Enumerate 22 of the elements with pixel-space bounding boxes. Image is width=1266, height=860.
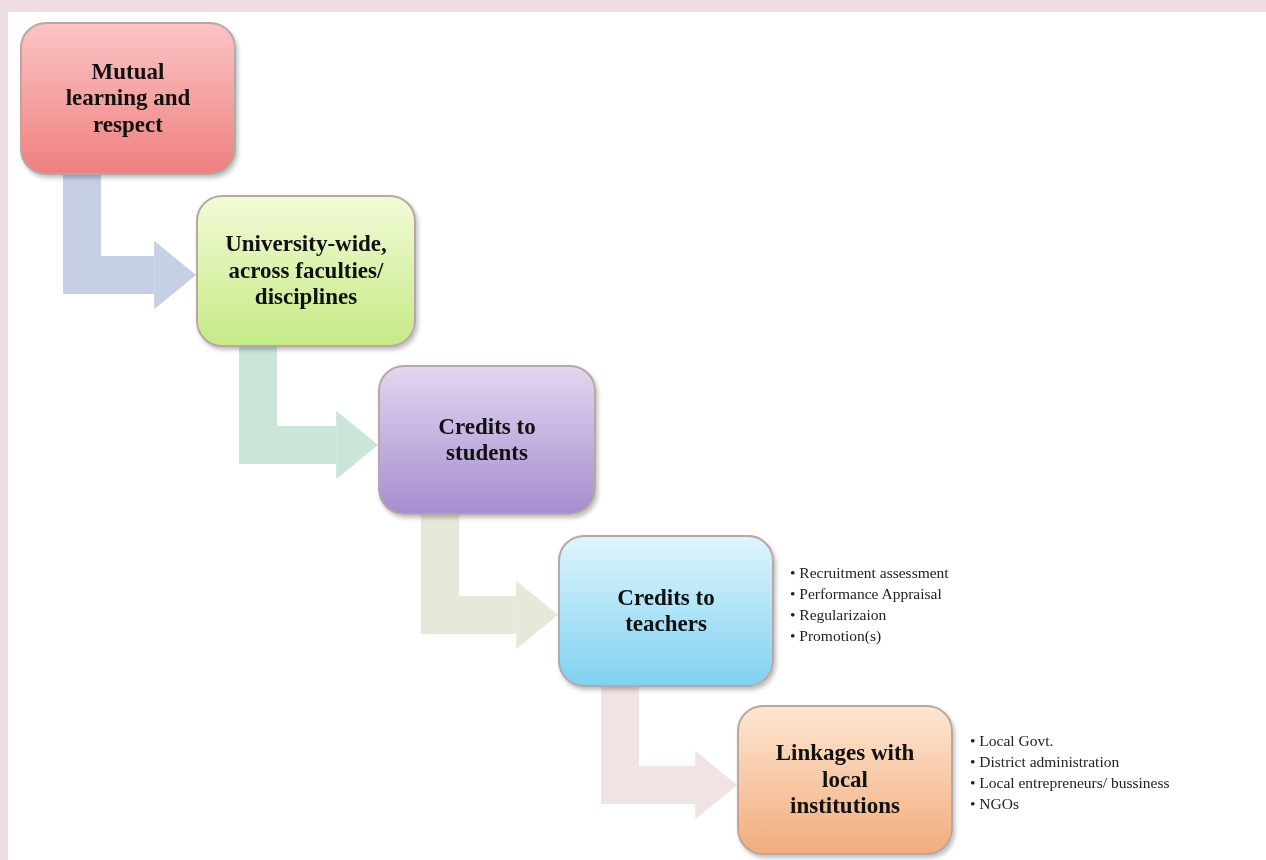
bent-arrow [239, 347, 378, 480]
bent-arrow [63, 175, 196, 310]
bullet-item: • Regularizaion [790, 605, 888, 625]
bent-arrow [601, 687, 737, 820]
bullet-item: • Performance Appraisal [790, 584, 943, 604]
process-box [196, 195, 416, 347]
bullet-item: • Recruitment assessment [790, 563, 949, 583]
box-label: University-wide, across faculties/ disciplines [224, 231, 388, 311]
bullet-item: • District administration [970, 752, 1121, 772]
box-label: Mutual learning and respect [64, 58, 192, 139]
process-box [378, 365, 596, 515]
bullet-item: • Local entrepreneurs/ bussiness [970, 773, 1170, 793]
process-box [558, 535, 774, 687]
box-label: Credits to teachers [616, 584, 716, 638]
process-box [20, 22, 236, 175]
bullet-item: • Local Govt. [970, 731, 1055, 751]
box-label: Credits to students [437, 413, 537, 467]
box-label: Linkages with local institutions [774, 740, 916, 820]
process-box [737, 705, 953, 855]
bent-arrow [421, 515, 558, 650]
bullet-item: • NGOs [970, 794, 1020, 814]
bullet-item: • Promotion(s) [790, 626, 883, 646]
